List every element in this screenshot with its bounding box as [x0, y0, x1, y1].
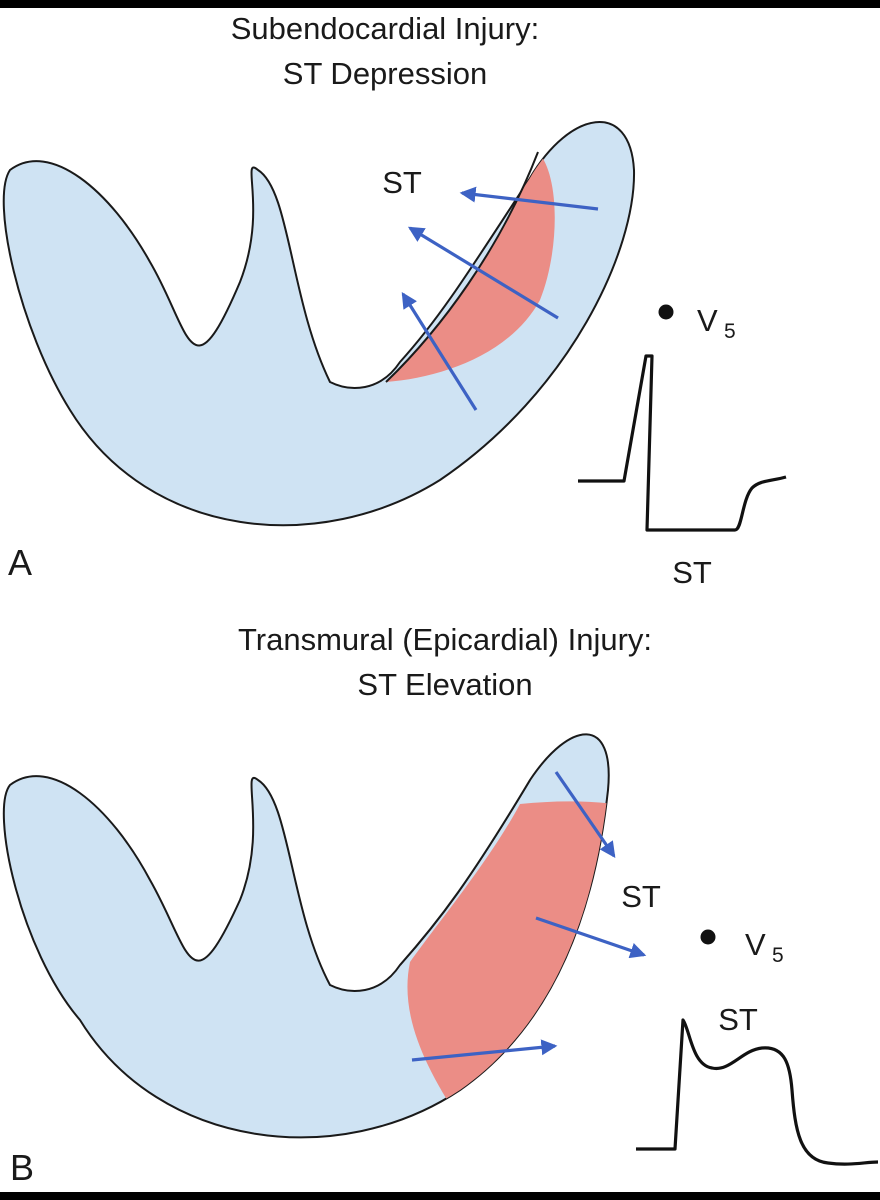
panel-b-endocardial-border [399, 779, 531, 966]
panel-b-st-vector-arrow [554, 771, 616, 858]
panel-a-lead-label: V [697, 303, 718, 338]
panel-a-title-line2: ST Depression [283, 56, 487, 91]
panel-a-ecg-label: ST [672, 555, 712, 590]
panel-b-title-line1: Transmural (Epicardial) Injury: [238, 622, 652, 657]
panel-a-electrode-dot [658, 304, 674, 320]
panel-b-st-vector-arrow [535, 916, 647, 959]
panel-b-st-vector-arrow [411, 1039, 558, 1062]
panel-a-ecg-st-depression [578, 354, 787, 532]
panel-b-title-line2: ST Elevation [357, 667, 532, 702]
panel-a-letter: A [8, 542, 32, 583]
panel-a-vector-label: ST [382, 165, 422, 200]
panel-a-st-vector-arrow [407, 226, 559, 320]
panel-b-ecg-st-elevation [636, 1018, 879, 1166]
panel-b-vector-label: ST [621, 879, 661, 914]
panel-b-ecg-label: ST [718, 1002, 758, 1037]
figure-panel: Subendocardial Injury: ST Depression ST … [0, 8, 880, 1192]
panel-b-letter: B [10, 1147, 34, 1188]
panel-b-lead-label: V [745, 927, 766, 962]
panel-a-lead-subscript: 5 [724, 320, 736, 343]
panel-a-endocardial-border [385, 151, 539, 383]
panel-b-lead-subscript: 5 [772, 944, 784, 967]
diagram-svg: Subendocardial Injury: ST Depression ST … [2, 11, 879, 1188]
panel-a-st-vector-arrow [459, 186, 599, 211]
panel-b-transmural-injury-zone [407, 801, 609, 1120]
panel-a-ventricle [2, 121, 636, 527]
panel-b-electrode-dot [700, 929, 716, 945]
panel-a-st-vector-arrow [401, 291, 478, 411]
panel-a-title-line1: Subendocardial Injury: [231, 11, 539, 46]
